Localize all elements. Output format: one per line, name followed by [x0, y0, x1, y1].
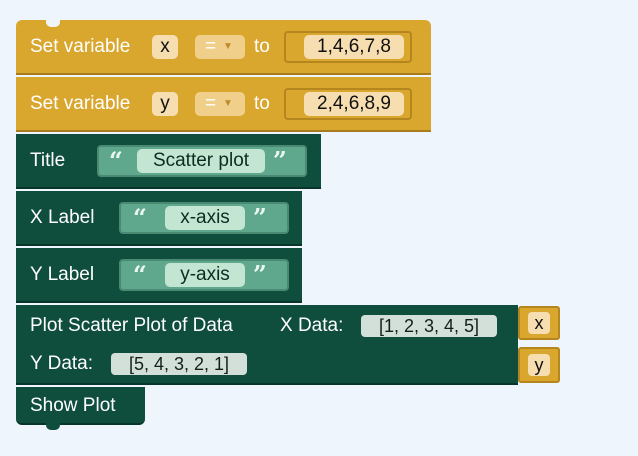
set-variable-x-block[interactable]: Set variable x = ▼ to 1,4,6,7,8	[16, 20, 431, 75]
variable-name-field[interactable]: y	[152, 92, 178, 116]
open-quote-icon: “	[109, 146, 123, 175]
to-label: to	[254, 93, 270, 114]
title-label: Title	[30, 150, 66, 171]
y-label-text-field[interactable]: y-axis	[165, 263, 245, 287]
title-block[interactable]: Title “ Scatter plot ”	[16, 134, 321, 189]
show-plot-label: Show Plot	[30, 395, 116, 416]
plot-scatter-block[interactable]: Plot Scatter Plot of Data X Data: [1, 2,…	[16, 305, 518, 385]
x-variable-block[interactable]: x	[518, 306, 560, 340]
show-plot-block[interactable]: Show Plot	[16, 387, 145, 430]
x-label-label: X Label	[30, 207, 95, 228]
value-field[interactable]: 2,4,6,8,9	[304, 92, 404, 116]
plot-scatter-label: Plot Scatter Plot of Data	[30, 315, 233, 336]
text-block[interactable]: “ Scatter plot ”	[97, 145, 307, 177]
set-variable-label: Set variable	[30, 93, 131, 114]
text-block[interactable]: “ x-axis ”	[119, 202, 289, 234]
value-socket: 1,4,6,7,8	[284, 31, 412, 63]
set-variable-label: Set variable	[30, 36, 131, 57]
operator-label: =	[205, 36, 217, 57]
to-label: to	[254, 36, 270, 57]
close-quote-icon: ”	[253, 203, 267, 232]
title-text-field[interactable]: Scatter plot	[137, 149, 265, 173]
x-label-block[interactable]: X Label “ x-axis ”	[16, 191, 302, 246]
value-field[interactable]: 1,4,6,7,8	[304, 35, 404, 59]
open-quote-icon: “	[133, 203, 147, 232]
x-data-field[interactable]: [1, 2, 3, 4, 5]	[361, 315, 497, 337]
chevron-down-icon: ▼	[223, 41, 233, 52]
variable-name-field[interactable]: x	[152, 35, 178, 59]
close-quote-icon: ”	[273, 146, 287, 175]
chevron-down-icon: ▼	[223, 98, 233, 109]
operator-label: =	[205, 93, 217, 114]
y-data-field[interactable]: [5, 4, 3, 2, 1]	[111, 353, 247, 375]
set-variable-y-block[interactable]: Set variable y = ▼ to 2,4,6,8,9	[16, 77, 431, 132]
y-data-label: Y Data:	[30, 353, 94, 374]
y-variable-block[interactable]: y	[518, 347, 560, 383]
operator-dropdown[interactable]: = ▼	[195, 92, 245, 116]
text-block[interactable]: “ y-axis ”	[119, 259, 289, 291]
value-socket: 2,4,6,8,9	[284, 88, 412, 120]
x-data-label: X Data:	[280, 315, 344, 336]
y-label-label: Y Label	[30, 264, 95, 285]
close-quote-icon: ”	[253, 260, 267, 289]
y-label-block[interactable]: Y Label “ y-axis ”	[16, 248, 302, 303]
variable-name-field[interactable]: y	[528, 354, 550, 376]
variable-name-field[interactable]: x	[528, 312, 550, 334]
block-notch	[46, 20, 60, 27]
block-notch	[46, 423, 60, 430]
x-label-text-field[interactable]: x-axis	[165, 206, 245, 230]
open-quote-icon: “	[133, 260, 147, 289]
operator-dropdown[interactable]: = ▼	[195, 35, 245, 59]
